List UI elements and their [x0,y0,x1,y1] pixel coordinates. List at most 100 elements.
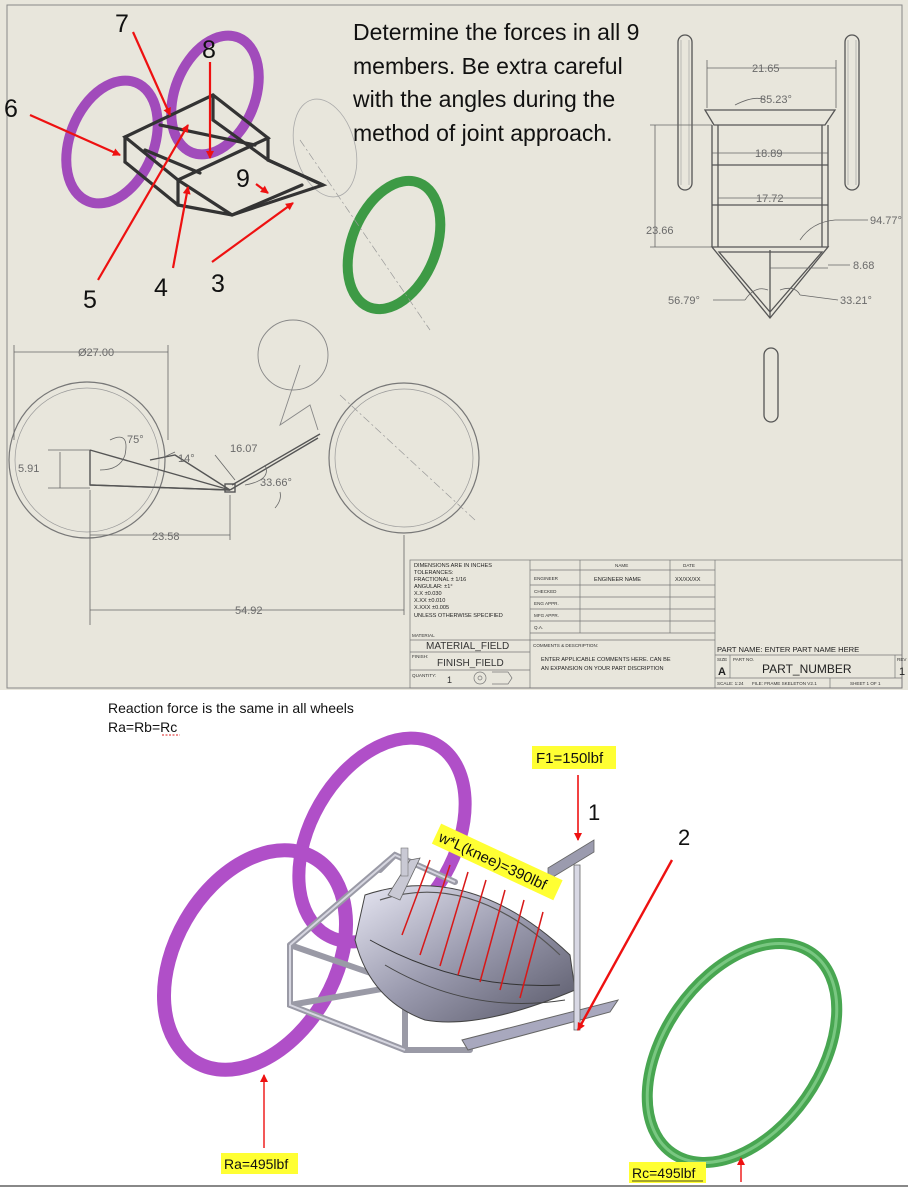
dim-14-deg: 14° [178,453,195,465]
dim-33-21-deg: 33.21° [840,295,872,307]
ghost-seat-outline [292,98,358,198]
row-mfg-appr: MFG APPR. [534,613,559,618]
dim-17-72: 17.72 [756,193,784,205]
problem-line-1: Determine the forces in all 9 [353,19,639,45]
row-checked: CHECKED [534,589,557,594]
tol-line-4: ANGULAR: ±1° [414,584,453,590]
quantity-label: QUANTITY: [412,673,436,678]
dim-54-92: 54.92 [235,605,263,617]
part-no-value: PART_NUMBER [762,662,852,676]
top-view-dim-lines [650,60,868,301]
problem-line-4: method of joint approach. [353,120,613,146]
rev-label: REV [897,657,907,662]
front-wheel-green [342,175,446,315]
dim-33-66-deg: 33.66° [260,477,292,489]
tol-line-8: UNLESS OTHERWISE SPECIFIED [414,613,503,619]
reaction-note-line-2: Ra=Rb=Rc [108,719,177,735]
comments-label: COMMENTS & DESCRIPTION: [533,643,598,648]
dim-21-65: 21.65 [752,63,780,75]
node-2-arrow [576,859,674,1031]
problem-statement: Determine the forces in all 9 members. B… [352,19,639,146]
pedal-post [573,864,581,1031]
front-wheel [641,938,843,1168]
engineer-name: ENGINEER NAME [594,577,641,583]
frame-top-view [703,109,837,320]
side-view-dim-lines [13,345,405,625]
row-engineer: ENGINEER [534,576,559,581]
dim-56-79-deg: 56.79° [668,295,700,307]
f1-highlight [532,746,616,769]
title-block: DIMENSIONS ARE IN INCHES TOLERANCES: FRA… [409,559,907,689]
file-value: FILE: FRAME SKELETON V2.1 [752,681,817,686]
dim-75-deg: 75° [127,434,144,446]
tol-line-7: X.XXX ±0.005 [414,605,449,611]
engineering-drawing-panel [0,0,908,690]
problem-line-3: with the angles during the [352,86,615,112]
col-date: DATE [683,563,695,568]
tol-line-1: DIMENSIONS ARE IN INCHES [414,563,492,569]
front-wheel-side-view [328,382,480,534]
dim-85-23-deg: 85.23° [760,94,792,106]
tol-line-3: FRACTIONAL ± 1/16 [414,577,466,583]
rear-wheel-side-view [8,381,166,539]
left-rear-wheel-purple [61,75,163,209]
front-wheel-top-view [763,347,779,423]
tol-line-2: TOLERANCES: [414,570,454,576]
reaction-note-line-1: Reaction force is the same in all wheels [108,700,354,716]
node-label-2: 2 [678,825,690,850]
dim-diameter-27: Ø27.00 [78,347,114,359]
rev-value: 1 [899,666,905,678]
rear-left-wheel [157,843,353,1077]
ra-highlight [221,1153,298,1174]
dim-5-91: 5.91 [18,463,39,475]
member-label-9: 9 [236,165,250,193]
dim-23-66: 23.66 [646,225,674,237]
comments-line-1: ENTER APPLICABLE COMMENTS HERE. CAN BE [541,657,671,663]
sheet-value: SHEET 1 OF 1 [850,681,881,686]
member-label-5: 5 [83,286,97,314]
frame-tubes [122,93,328,217]
engineer-date: XX/XX/XX [675,577,701,583]
side-view: Ø27.00 75° 14° 16.07 5.91 33.66° 23.58 5… [8,319,480,625]
dim-18-89: 18.89 [755,148,783,160]
material-value: MATERIAL_FIELD [426,641,509,652]
distributed-load-arrows [401,859,544,999]
rc-label: Rc=495lbf [632,1165,696,1181]
ra-label: Ra=495lbf [224,1156,288,1172]
left-wheel-top-view [677,34,693,191]
member-label-7: 7 [115,10,129,38]
size-label: SIZE [717,657,727,662]
size-value: A [718,666,726,678]
comments-line-2: AN EXPANSION ON YOUR PART DISCRIPTION [541,666,664,672]
scale-value: SCALE: 1:24 [717,681,744,686]
problem-line-2: members. Be extra careful [353,53,623,79]
member-label-4: 4 [154,274,168,302]
tol-line-6: X.XX ±0.010 [414,598,445,604]
member-label-6: 6 [4,95,18,123]
member-label-8: 8 [202,36,216,64]
finish-value: FINISH_FIELD [437,658,504,669]
dim-23-58: 23.58 [152,531,180,543]
finish-label: FINISH: [412,654,428,659]
tol-line-5: X.X ±0.030 [414,591,442,597]
isometric-frame-view: 6 7 8 9 5 4 3 [4,10,446,331]
part-no-label: PART NO. [733,657,754,662]
member-numbers: 6 7 8 9 5 4 3 [4,10,250,314]
frame-side-view [89,433,321,493]
top-view: 21.65 85.23° 18.89 17.72 23.66 94.77° 8.… [646,34,902,423]
frame-highlights [289,853,456,1051]
centerline [299,139,431,331]
row-eng-appr: ENG APPR. [534,601,559,606]
right-wheel-top-view [844,34,860,191]
dim-94-77-deg: 94.77° [870,215,902,227]
f1-label: F1=150lbf [536,750,604,767]
member-label-3: 3 [211,270,225,298]
material-label: MATERIAL [412,633,435,638]
right-rear-wheel-purple [166,30,264,160]
pedal-plate [547,839,595,881]
member-arrows [29,31,294,281]
part-name: PART NAME: ENTER PART NAME HERE [717,645,859,654]
node-label-1: 1 [588,800,600,825]
